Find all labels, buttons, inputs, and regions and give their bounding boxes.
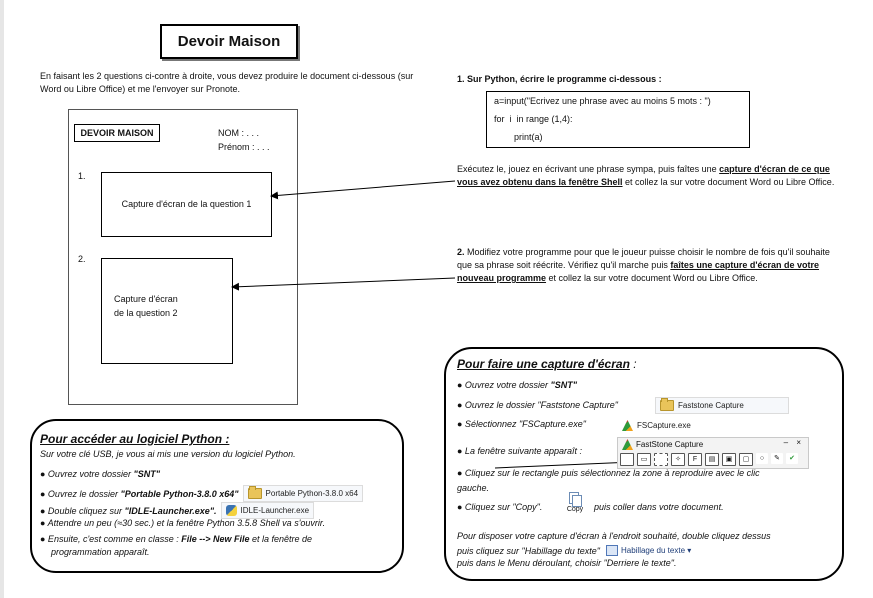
- capture-step-2: ● Ouvrez le dossier "Faststone Capture": [457, 400, 618, 410]
- code-line: a=input("Ecrivez une phrase avec au moin…: [494, 96, 711, 106]
- question-2-text: 2. Modifiez votre programme pour que le …: [457, 247, 830, 283]
- capture-instructions-box: [444, 347, 844, 581]
- idle-launcher-chip[interactable]: IDLE-Launcher.exe: [220, 502, 315, 519]
- capture-step-5: ● Cliquez sur le rectangle puis sélectio…: [457, 468, 760, 478]
- copy-button[interactable]: Copy: [563, 492, 587, 519]
- capture-placeholder-2-line2: de la question 2: [114, 308, 178, 318]
- capture-placement-line-2: puis cliquez sur "Habillage du texte" Ha…: [457, 545, 692, 556]
- capture-step-5-cont: gauche.: [457, 483, 490, 493]
- magnifier-icon[interactable]: ○: [756, 453, 768, 464]
- capture-placement-line-1: Pour disposer votre capture d'écran à l'…: [457, 531, 771, 541]
- arrow-question-1: [270, 180, 456, 200]
- mockup-number-1: 1.: [78, 171, 86, 181]
- capture-window-icon[interactable]: [620, 453, 634, 466]
- document-mockup: [68, 109, 298, 405]
- window-controls[interactable]: – ×: [783, 438, 804, 447]
- code-line: print(a): [494, 132, 543, 142]
- question-1-explanation: Exécutez le, jouez en écrivant une phras…: [457, 164, 835, 187]
- capture-placeholder-1-label: Capture d'écran de la question 1: [121, 199, 252, 209]
- python-intro: Sur votre clé USB, je vous ai mis une ve…: [40, 449, 296, 459]
- mockup-number-2: 2.: [78, 254, 86, 264]
- code-block: a=input("Ecrivez une phrase avec au moin…: [486, 91, 750, 148]
- copy-icon: [569, 492, 582, 507]
- python-step-1: ● Ouvrez votre dossier "SNT": [40, 469, 161, 479]
- capture-rectangle-icon[interactable]: [654, 453, 668, 466]
- mockup-nom: NOM : . . .: [218, 128, 260, 138]
- python-folder-chip[interactable]: Portable Python-3.8.0 x64: [242, 485, 364, 502]
- python-step-2: ● Ouvrez le dossier "Portable Python-3.8…: [40, 485, 364, 502]
- capture-fullscreen-icon[interactable]: F: [688, 453, 702, 466]
- capture-step-6-tail: puis coller dans votre document.: [594, 502, 724, 512]
- python-heading: Pour accéder au logiciel Python :: [40, 432, 230, 446]
- code-line: for i in range (1,4):: [494, 114, 573, 124]
- faststone-icon: [622, 420, 633, 431]
- screen-recorder-icon[interactable]: ▢: [739, 453, 753, 466]
- faststone-window: FastStone Capture – × ▭ ✧ F ▤ ▣ ▢ ○ ✎ ✔: [617, 437, 809, 469]
- capture-scrolling-icon[interactable]: ▤: [705, 453, 719, 466]
- folder-icon: [247, 486, 262, 499]
- capture-placeholder-2-line1: Capture d'écran: [114, 294, 178, 304]
- python-instructions-box: [30, 419, 404, 573]
- capture-step-1: ● Ouvrez votre dossier "SNT": [457, 380, 578, 390]
- habillage-button[interactable]: Habillage du texte ▾: [605, 545, 691, 556]
- faststone-icon: [622, 439, 633, 450]
- page-title: Devoir Maison: [160, 24, 298, 59]
- faststone-folder-chip[interactable]: Faststone Capture: [655, 397, 789, 414]
- intro-paragraph: En faisant les 2 questions ci-contre à d…: [40, 71, 414, 94]
- color-picker-icon[interactable]: ✎: [771, 453, 783, 464]
- python-step-4: ● Attendre un peu (≈30 sec.) et la fenêt…: [40, 518, 326, 528]
- faststone-toolbar: ▭ ✧ F ▤ ▣ ▢ ○ ✎ ✔: [620, 453, 798, 466]
- capture-object-icon[interactable]: ▭: [637, 453, 651, 466]
- question-1-label: 1. Sur Python, écrire le programme ci-de…: [457, 74, 662, 84]
- capture-placement-line-3: puis dans le Menu déroulant, choisir "De…: [457, 558, 677, 568]
- mockup-title: DEVOIR MAISON: [74, 124, 160, 142]
- python-step-5-cont: programmation apparaît.: [51, 547, 150, 557]
- page-edge: [0, 0, 4, 598]
- python-step-3: ● Double cliquez sur "IDLE-Launcher.exe"…: [40, 502, 315, 519]
- capture-freehand-icon[interactable]: ✧: [671, 453, 685, 466]
- capture-placeholder-2: Capture d'écran de la question 2: [101, 258, 233, 364]
- text-wrap-icon: [605, 545, 618, 556]
- mockup-prenom: Prénom : . . .: [218, 142, 270, 152]
- capture-placeholder-1: Capture d'écran de la question 1: [101, 172, 272, 237]
- capture-step-6: ● Cliquez sur "Copy".: [457, 502, 543, 512]
- folder-icon: [660, 398, 674, 411]
- fscapture-chip[interactable]: FSCapture.exe: [617, 417, 696, 434]
- capture-heading: Pour faire une capture d'écran :: [457, 357, 637, 371]
- python-step-5: ● Ensuite, c'est comme en classe : File …: [40, 534, 313, 544]
- python-icon: [225, 505, 237, 516]
- copy-label: Copy: [566, 506, 584, 513]
- capture-step-3: ● Sélectionnez "FSCapture.exe": [457, 419, 586, 429]
- faststone-window-title: FastStone Capture: [622, 439, 703, 450]
- capture-fixed-region-icon[interactable]: ▣: [722, 453, 736, 466]
- capture-step-4: ● La fenêtre suivante apparaît :: [457, 446, 583, 456]
- settings-check-icon[interactable]: ✔: [786, 453, 798, 464]
